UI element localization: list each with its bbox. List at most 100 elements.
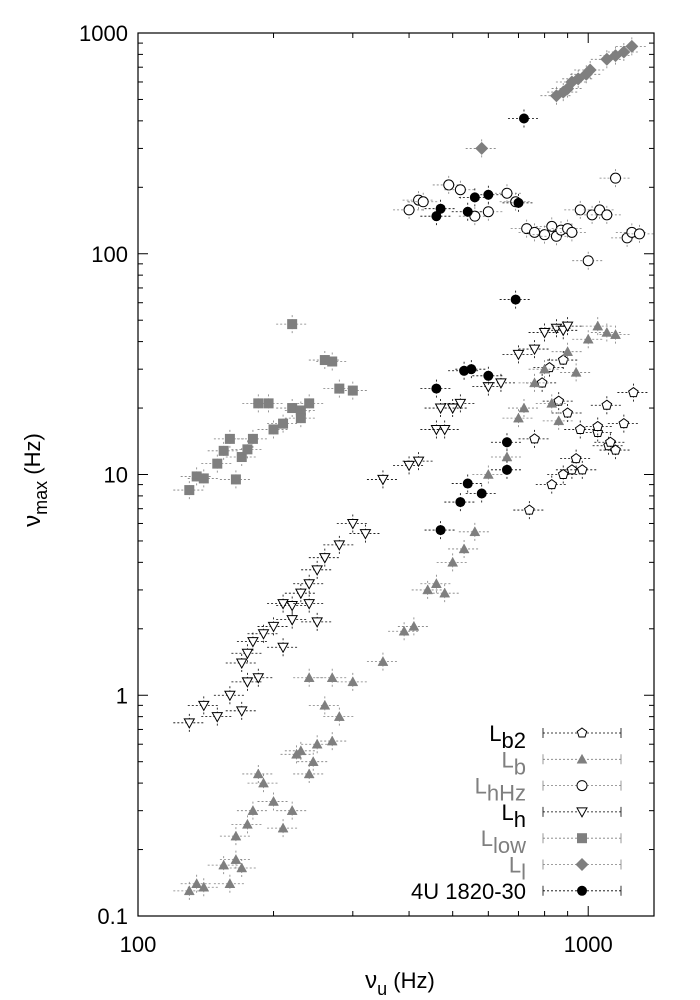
data-point [462,206,473,217]
data-point [258,777,269,788]
data-point [422,584,434,595]
data-point [501,451,513,462]
data-point [198,473,209,484]
data-point [435,203,446,214]
data-point [592,420,604,432]
data-point [566,226,578,238]
data-point [242,444,253,455]
data-point [475,141,489,155]
data-point [346,518,359,530]
data-point [191,878,203,888]
data-point [610,444,621,455]
data-point [268,424,279,435]
data-point [295,413,306,424]
data-point [539,229,551,241]
data-point [326,735,338,746]
data-point [286,601,299,612]
data-point [483,189,494,200]
y-tick-label: 0.1 [97,904,128,929]
data-point [412,456,425,468]
data-point [625,39,639,53]
data-point [566,464,578,475]
data-point [536,377,548,388]
data-point [211,712,224,723]
data-point [455,497,466,508]
data-point [277,599,289,610]
data-point [529,433,540,444]
data-point [610,172,622,184]
data-point [617,45,631,59]
data-point [592,320,604,331]
data-point [311,617,324,628]
data-point [403,204,415,216]
data-point [333,711,345,721]
data-point [377,656,389,666]
data-point [247,805,259,815]
data-point [576,464,588,475]
data-point [252,673,265,684]
data-point [197,700,210,712]
data-point [287,319,298,330]
data-point [469,526,481,537]
data-point [311,738,323,749]
data-point [482,206,494,218]
data-point [319,355,330,366]
data-point [546,478,558,490]
legend-label-sub: l [521,860,526,885]
legend-marker [576,780,588,792]
data-point [303,599,316,610]
data-point [236,862,248,873]
legend-label-main: 4U 1820-30 [411,879,526,904]
data-point [513,197,524,208]
data-point [495,378,507,389]
data-point [235,658,248,670]
data-point [458,543,470,554]
legend-label-sub: low [493,833,526,858]
data-point [295,745,307,756]
data-point [303,672,315,683]
data-point [347,385,358,396]
data-point [318,553,331,564]
data-point [333,540,346,551]
data-point [319,699,331,710]
data-point [278,418,289,429]
data-point [286,805,298,815]
legend-label-sub: b [514,754,526,779]
data-point [546,397,558,408]
legend-marker [576,753,588,764]
data-point [523,504,535,515]
data-point [247,433,258,444]
data-point [359,529,372,540]
axis-ticks [137,32,654,917]
legend-marker [576,807,588,818]
data-point [582,255,594,267]
data-point [430,424,443,436]
data-point [241,818,253,829]
legend-marker [575,858,589,871]
data-point [539,363,551,374]
data-point [529,377,540,388]
data-point [408,620,420,631]
data-point [512,349,525,361]
data-point [183,885,195,896]
data-point [286,615,299,626]
data-point [557,354,569,365]
data-point [198,881,210,892]
data-point [501,437,512,448]
data-point [277,822,289,833]
x-tick-label: 1000 [564,932,613,957]
data-point [553,415,565,426]
data-point [398,625,410,636]
y-axis-label: νmax (Hz) [19,433,51,527]
data-point [327,356,338,367]
x-axis-label-unit: (Hz) [387,968,435,993]
data-point [304,398,315,409]
legend-label-sub: hHz [487,781,526,806]
data-point [377,474,389,486]
data-point [570,366,582,377]
data-point [583,63,597,77]
data-point [230,474,241,485]
data-point [236,452,247,463]
y-axis-label-main: ν [19,515,46,527]
